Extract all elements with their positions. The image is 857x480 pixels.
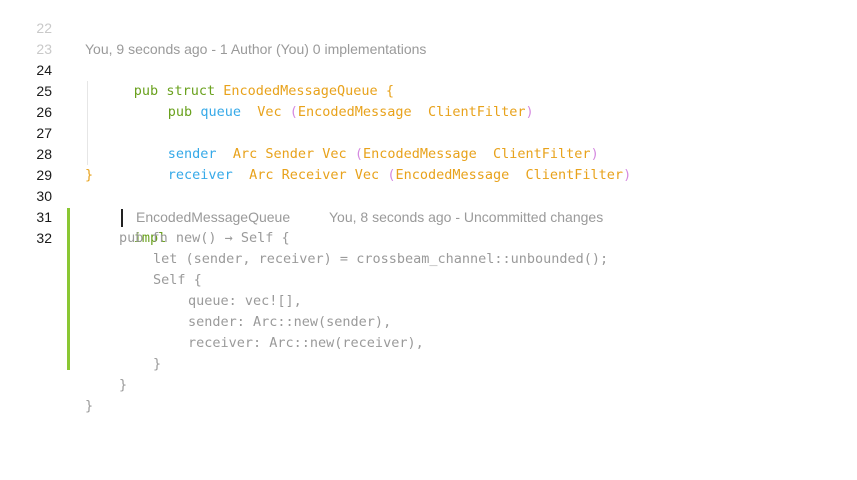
keyword-impl: impl — [133, 230, 167, 246]
paren: ( — [387, 167, 396, 183]
ghost-suggestion-line: } — [153, 356, 162, 372]
line-number: 32 — [36, 230, 52, 246]
paren: ) — [525, 104, 534, 120]
keyword-pub: pub — [167, 104, 193, 120]
line-number: 29 — [36, 167, 52, 183]
code-line-close-brace[interactable]: } — [85, 167, 94, 183]
brace: { — [385, 83, 394, 99]
type-name: Arc — [249, 167, 274, 183]
code-line-impl[interactable]: impl — [85, 207, 167, 246]
line-number: 25 — [36, 83, 52, 99]
line-number: 26 — [36, 104, 52, 120]
code-line-field-sender[interactable]: sender Arc Sender Vec (EncodedMessage Cl… — [119, 123, 599, 162]
paren: ( — [354, 146, 363, 162]
struct-name: EncodedMessageQueue — [223, 83, 378, 99]
ghost-suggestion-line: Self { — [153, 272, 202, 288]
code-line-field-queue[interactable]: pub queue Vec (EncodedMessage ClientFilt… — [119, 81, 534, 120]
code-line-struct-decl[interactable]: pub struct EncodedMessageQueue { — [85, 60, 394, 99]
type-name: Receiver — [281, 167, 347, 183]
line-number: 27 — [36, 125, 52, 141]
type-name: ClientFilter — [493, 146, 591, 162]
git-change-indicator[interactable] — [67, 208, 70, 370]
paren: ) — [623, 167, 632, 183]
type-name: Sender — [265, 146, 315, 162]
ghost-suggestion-line: sender: Arc::new(sender), — [188, 314, 392, 330]
field-name: queue — [200, 104, 241, 120]
ghost-suggestion-line: queue: vec![], — [188, 293, 302, 309]
indent-guide — [87, 81, 88, 165]
text-cursor — [121, 209, 123, 227]
paren: ( — [289, 104, 298, 120]
type-name: Vec — [322, 146, 347, 162]
type-name: EncodedMessage — [395, 167, 510, 183]
paren: ) — [590, 146, 599, 162]
field-name: receiver — [167, 167, 233, 183]
type-name: ClientFilter — [427, 104, 526, 120]
type-name: ClientFilter — [525, 167, 624, 183]
type-name: Vec — [257, 104, 282, 120]
ghost-suggestion-line: } — [85, 398, 94, 414]
line-number: 30 — [36, 188, 52, 204]
type-name: Arc — [232, 146, 258, 162]
ghost-suggestion-line: let (sender, receiver) = crossbeam_chann… — [153, 251, 609, 267]
blame-annotation[interactable]: You, 9 seconds ago - 1 Author (You) 0 im… — [85, 41, 427, 57]
line-number: 23 — [36, 41, 52, 57]
line-number: 22 — [36, 20, 52, 36]
type-name: EncodedMessage — [297, 104, 412, 120]
keyword-struct: struct — [166, 83, 216, 99]
type-name: Vec — [354, 167, 380, 183]
ghost-suggestion-line: receiver: Arc::new(receiver), — [188, 335, 424, 351]
line-number: 28 — [36, 146, 52, 162]
inline-type-hint: EncodedMessageQueue — [136, 209, 291, 225]
field-name: sender — [167, 146, 217, 162]
ghost-suggestion-line: } — [119, 377, 128, 393]
line-number: 24 — [36, 62, 52, 78]
ghost-suggestion-line: pub fn new() → Self { — [119, 230, 290, 246]
type-name: EncodedMessage — [362, 146, 477, 162]
line-number: 31 — [36, 209, 52, 225]
code-line-field-receiver[interactable]: receiver Arc Receiver Vec (EncodedMessag… — [119, 144, 631, 183]
blame-annotation[interactable]: You, 8 seconds ago - Uncommitted changes — [329, 209, 604, 225]
keyword-pub: pub — [133, 83, 159, 99]
